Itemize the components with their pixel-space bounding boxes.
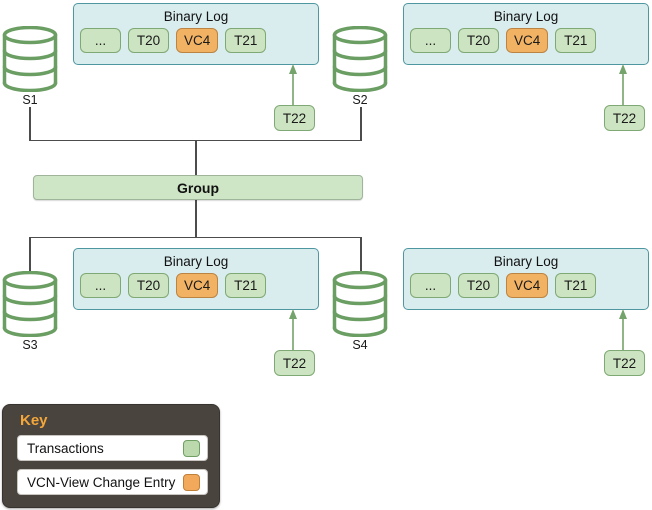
incoming-transaction-t22: T22 bbox=[274, 105, 315, 131]
connector-s2-drop bbox=[360, 107, 362, 140]
log-entry-t20: T20 bbox=[128, 28, 169, 53]
log-entry-ellipsis: ... bbox=[80, 273, 121, 298]
server-label: S2 bbox=[352, 93, 368, 107]
incoming-arrow-icon bbox=[619, 309, 627, 351]
log-entry-ellipsis: ... bbox=[80, 28, 121, 53]
log-entry-ellipsis: ... bbox=[410, 28, 451, 53]
log-entry-vc4: VC4 bbox=[176, 28, 219, 53]
log-entry-vc4: VC4 bbox=[506, 28, 549, 53]
database-icon bbox=[2, 271, 58, 337]
log-entry-t21: T21 bbox=[225, 273, 267, 298]
key-panel: Key Transactions VCN-View Change Entry bbox=[2, 404, 220, 508]
binary-log-entries: ... T20 VC4 T21 bbox=[80, 28, 267, 53]
connector-s1-drop bbox=[29, 107, 31, 140]
connector-group-bottom bbox=[195, 200, 197, 237]
key-item-transactions: Transactions bbox=[17, 435, 208, 461]
server-label: S3 bbox=[22, 338, 38, 352]
connector-bottom-horizontal bbox=[29, 236, 362, 238]
log-entry-t21: T21 bbox=[555, 28, 597, 53]
binary-log-panel: Binary Log ... T20 VC4 T21 bbox=[73, 3, 319, 65]
incoming-arrow-icon bbox=[289, 309, 297, 351]
binary-log-title: Binary Log bbox=[493, 254, 559, 269]
log-entry-t21: T21 bbox=[225, 28, 267, 53]
log-entry-t21: T21 bbox=[555, 273, 597, 298]
key-title: Key bbox=[20, 412, 48, 429]
log-entry-vc4: VC4 bbox=[176, 273, 219, 298]
incoming-arrow-icon bbox=[289, 64, 297, 106]
connector-group-top bbox=[195, 141, 197, 175]
view-change-swatch bbox=[183, 473, 200, 491]
server-label: S4 bbox=[352, 338, 368, 352]
key-item-label: Transactions bbox=[27, 440, 104, 456]
database-icon bbox=[2, 26, 58, 92]
connector-s4-drop bbox=[360, 238, 362, 271]
log-entry-t20: T20 bbox=[458, 273, 499, 298]
connector-s3-drop bbox=[29, 238, 31, 271]
log-entry-vc4: VC4 bbox=[506, 273, 549, 298]
incoming-transaction-t22: T22 bbox=[604, 350, 645, 376]
binary-log-panel: Binary Log ... T20 VC4 T21 bbox=[73, 248, 319, 310]
binary-log-panel: Binary Log ... T20 VC4 T21 bbox=[403, 3, 649, 65]
database-icon bbox=[332, 271, 388, 337]
incoming-transaction-t22: T22 bbox=[604, 105, 645, 131]
binary-log-title: Binary Log bbox=[163, 9, 229, 24]
server-label: S1 bbox=[22, 93, 38, 107]
log-entry-t20: T20 bbox=[458, 28, 499, 53]
binary-log-entries: ... T20 VC4 T21 bbox=[410, 28, 597, 53]
incoming-arrow-icon bbox=[619, 64, 627, 106]
key-item-view-change: VCN-View Change Entry bbox=[17, 469, 208, 495]
binary-log-entries: ... T20 VC4 T21 bbox=[80, 273, 267, 298]
connector-top-horizontal bbox=[29, 139, 362, 141]
server-group-s2: S2 Binary Log ... T20 VC4 T21 T22 bbox=[330, 0, 652, 245]
log-entry-t20: T20 bbox=[128, 273, 169, 298]
server-group-s3: S3 Binary Log ... T20 VC4 T21 T22 bbox=[0, 245, 322, 490]
transaction-swatch bbox=[183, 439, 200, 457]
incoming-transaction-t22: T22 bbox=[274, 350, 315, 376]
binary-log-title: Binary Log bbox=[163, 254, 229, 269]
binary-log-entries: ... T20 VC4 T21 bbox=[410, 273, 597, 298]
group-node: Group bbox=[33, 175, 363, 200]
binary-log-panel: Binary Log ... T20 VC4 T21 bbox=[403, 248, 649, 310]
log-entry-ellipsis: ... bbox=[410, 273, 451, 298]
server-group-s1: S1 Binary Log ... T20 VC4 T21 T22 bbox=[0, 0, 322, 245]
database-icon bbox=[332, 26, 388, 92]
binary-log-title: Binary Log bbox=[493, 9, 559, 24]
server-group-s4: S4 Binary Log ... T20 VC4 T21 T22 bbox=[330, 245, 652, 490]
key-item-label: VCN-View Change Entry bbox=[27, 474, 176, 490]
